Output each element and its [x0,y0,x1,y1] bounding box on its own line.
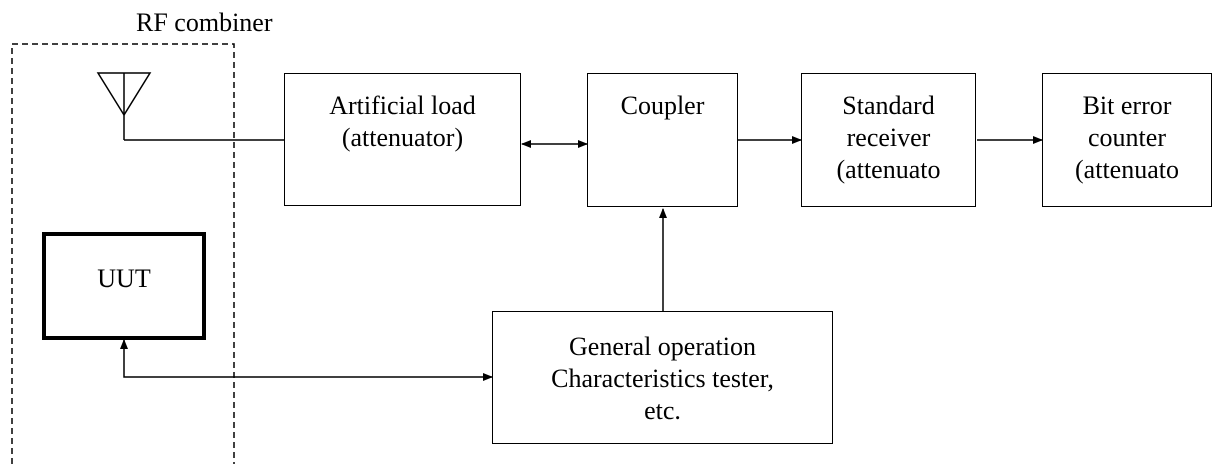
general-tester-block: General operation Characteristics tester… [492,311,833,444]
standard-receiver-line-2: receiver [846,123,931,152]
general-tester-line-2: Characteristics tester, [551,364,774,393]
bit-error-counter-line-1: Bit error [1082,91,1172,120]
uut-label: UUT [97,264,151,293]
uut-tester-arrow [120,339,493,381]
standard-receiver-block: Standard receiver (attenuato [801,73,976,207]
bit-error-counter-block: Bit error counter (attenuato [1042,73,1212,207]
rf-combiner-label: RF combiner [136,8,273,37]
bit-error-counter-line-3: (attenuato [1075,155,1179,184]
coupler-label: Coupler [620,91,705,120]
general-tester-line-3: etc. [644,396,681,425]
artificial-load-block: Artificial load (attenuator) [284,73,521,206]
standard-receiver-line-3: (attenuato [836,155,941,184]
artificial-load-line-2: (attenuator) [341,123,464,152]
bit-error-counter-line-2: counter [1088,123,1166,152]
coupler-block: Coupler [587,73,738,207]
antenna-icon [96,72,152,140]
general-tester-line-1: General operation [569,332,756,361]
standard-receiver-line-1: Standard [842,91,935,120]
artificial-load-line-1: Artificial load [329,91,476,120]
uut-block: UUT [42,232,206,340]
rf-combiner-enclosure [11,43,235,464]
